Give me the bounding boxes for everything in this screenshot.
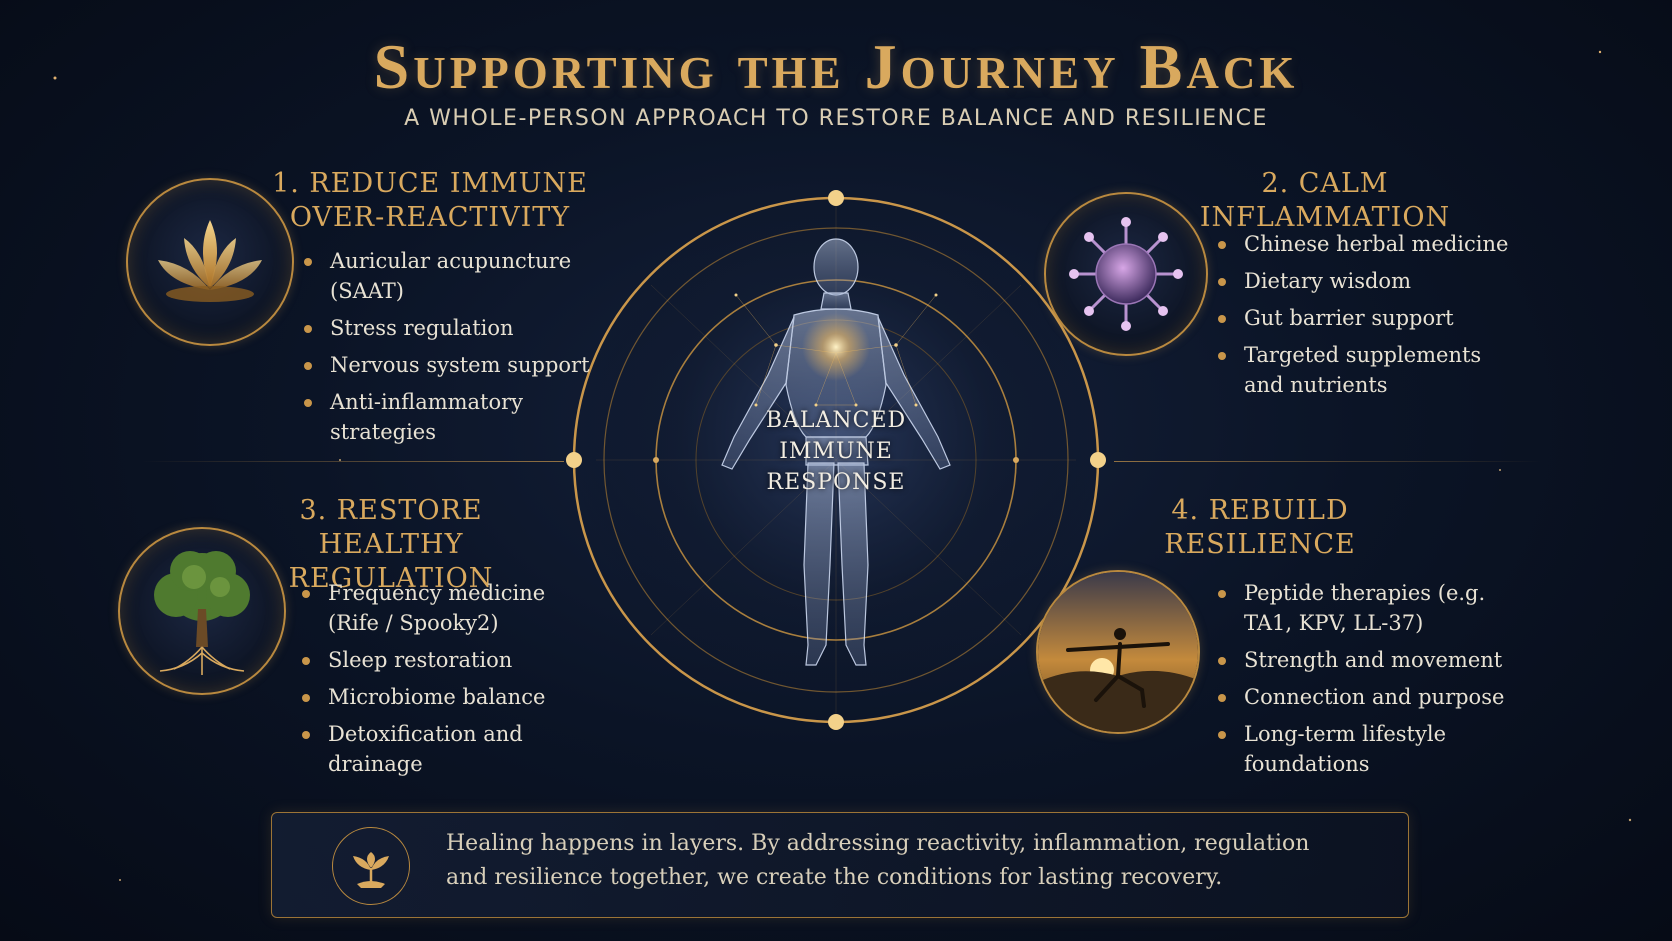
section-3-list: Frequency medicine (Rife / Spooky2) Slee… (302, 578, 582, 786)
list-item: Targeted supplements and nutrients (1218, 340, 1518, 400)
section-3-title-line-2: REGULATION (288, 563, 494, 594)
center-label-line-1: BALANCED (765, 408, 907, 433)
list-item: Auricular acupuncture (SAAT) (304, 246, 594, 306)
section-2-list: Chinese herbal medicine Dietary wisdom G… (1218, 229, 1518, 407)
body-figure-icon (566, 190, 1106, 730)
center-figure: BALANCED IMMUNE RESPONSE (556, 175, 1116, 735)
page-title: Supporting the Journey Back (373, 31, 1299, 102)
list-item: Strength and movement (1218, 645, 1518, 675)
section-1-title: 1. REDUCE IMMUNE OVER-REACTIVITY (270, 167, 590, 235)
list-item: Connection and purpose (1218, 682, 1518, 712)
connector-line-right (1114, 461, 1544, 462)
list-item: Long-term lifestyle foundations (1218, 719, 1518, 779)
list-item: Frequency medicine (Rife / Spooky2) (302, 578, 582, 638)
section-4-title-line-2: RESILIENCE (1164, 529, 1356, 560)
section-4-medallion (1036, 570, 1200, 734)
sprout-icon (353, 852, 389, 888)
page-subtitle: A WHOLE-PERSON APPROACH TO RESTORE BALAN… (404, 106, 1268, 131)
section-3-title-line-1: 3. RESTORE HEALTHY (299, 495, 483, 560)
section-4-title-line-1: 4. REBUILD (1171, 495, 1349, 526)
section-2-title: 2. CALM INFLAMMATION (1150, 167, 1500, 235)
section-4-title: 4. REBUILD RESILIENCE (1140, 494, 1380, 562)
center-label-line-2: IMMUNE (779, 439, 893, 464)
lotus-icon (158, 220, 262, 302)
list-item: Stress regulation (304, 313, 594, 343)
section-2-medallion (1044, 192, 1208, 356)
section-3-title: 3. RESTORE HEALTHY REGULATION (236, 494, 546, 596)
section-4-list: Peptide therapies (e.g. TA1, KPV, LL-37)… (1218, 578, 1518, 786)
list-item: Gut barrier support (1218, 303, 1518, 333)
section-2-title-line-1: 2. CALM INFLAMMATION (1199, 168, 1451, 233)
connector-line-left (140, 461, 564, 462)
list-item: Nervous system support (304, 350, 594, 380)
footer-icon-frame (332, 827, 410, 905)
footer-banner: Healing happens in layers. By addressing… (271, 812, 1409, 918)
list-item: Dietary wisdom (1218, 266, 1518, 296)
center-label-line-3: RESPONSE (766, 470, 906, 495)
list-item: Sleep restoration (302, 645, 582, 675)
list-item: Anti-inflammatory strategies (304, 387, 594, 447)
section-1-title-line-2: OVER-REACTIVITY (289, 202, 571, 233)
list-item: Peptide therapies (e.g. TA1, KPV, LL-37) (1218, 578, 1518, 638)
section-1-list: Auricular acupuncture (SAAT) Stress regu… (304, 246, 594, 454)
section-1-medallion (126, 178, 294, 346)
yoga-pose-icon (1038, 572, 1198, 732)
virus-icon (1069, 217, 1183, 331)
tree-icon (154, 551, 250, 675)
list-item: Chinese herbal medicine (1218, 229, 1518, 259)
section-1-title-line-1: 1. REDUCE IMMUNE (272, 168, 588, 199)
list-item: Microbiome balance (302, 682, 582, 712)
center-label: BALANCED IMMUNE RESPONSE (706, 405, 966, 498)
list-item: Detoxification and drainage (302, 719, 582, 779)
section-3-medallion (118, 527, 286, 695)
footer-text: Healing happens in layers. By addressing… (446, 831, 1310, 890)
